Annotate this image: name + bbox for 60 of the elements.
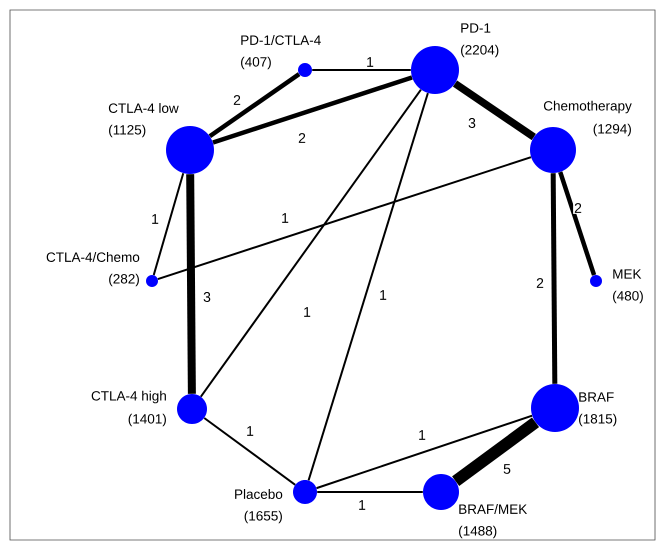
network-node [146, 275, 158, 287]
node-label: (1401) [128, 414, 166, 426]
edge-label: 3 [204, 292, 210, 302]
node-label: (1294) [594, 124, 631, 136]
node-label: CTLA-4 low [108, 103, 179, 113]
node-label: CTLA-4/Chemo [46, 252, 140, 262]
connector [558, 171, 596, 276]
network-node [411, 46, 459, 94]
node-label: BRAF [579, 392, 614, 402]
node-label: (1488) [459, 526, 496, 538]
network-node [590, 275, 602, 287]
node-label: (1655) [244, 510, 282, 524]
node-label: (2204) [461, 44, 498, 58]
network-node [423, 474, 459, 510]
network-node [166, 126, 214, 174]
node-label: MEK [613, 269, 642, 279]
connector [186, 174, 196, 394]
node-label: (1815) [579, 414, 616, 426]
edge-label: 3 [468, 118, 476, 128]
edge-label: 1 [152, 214, 158, 224]
edge-label: 1 [380, 290, 386, 300]
connector [317, 491, 423, 493]
node-label: Placebo [235, 489, 282, 499]
network-node [298, 63, 312, 77]
edge-label: 1 [282, 213, 288, 223]
node-label: Chemotherapy [544, 100, 632, 114]
node-label: BRAF/MEK [459, 504, 528, 514]
node-label: PD-1/CTLA-4 [241, 35, 321, 45]
connector [308, 92, 429, 481]
edge-label: 1 [419, 430, 426, 440]
connector [212, 75, 413, 145]
edge-label: 2 [234, 95, 240, 105]
network-node [293, 480, 317, 504]
connector [152, 172, 184, 276]
edge-label: 2 [574, 203, 582, 213]
edge-label: 1 [247, 426, 254, 436]
node-label: (480) [613, 290, 643, 304]
network-node [530, 127, 576, 173]
node-label: CTLA-4 high [92, 390, 166, 404]
edge-label: 1 [359, 500, 366, 510]
connector [316, 414, 532, 490]
network-node [531, 384, 579, 432]
edge-label: 5 [504, 464, 510, 474]
connector [204, 417, 296, 486]
node-label: PD-1 [461, 23, 490, 33]
node-label: (282) [109, 274, 139, 286]
connector [550, 173, 558, 384]
connector [312, 69, 411, 71]
connector [158, 156, 532, 280]
connector [452, 418, 540, 486]
node-label: (407) [241, 56, 271, 70]
network-node [177, 394, 207, 424]
edge-label: 2 [536, 278, 544, 288]
connector [208, 72, 300, 138]
edge-label: 1 [367, 57, 374, 67]
connector [200, 89, 422, 398]
connector [452, 80, 536, 140]
edge-label: 1 [304, 307, 310, 317]
edge-label: 2 [298, 133, 306, 143]
node-label: (1125) [109, 124, 146, 138]
